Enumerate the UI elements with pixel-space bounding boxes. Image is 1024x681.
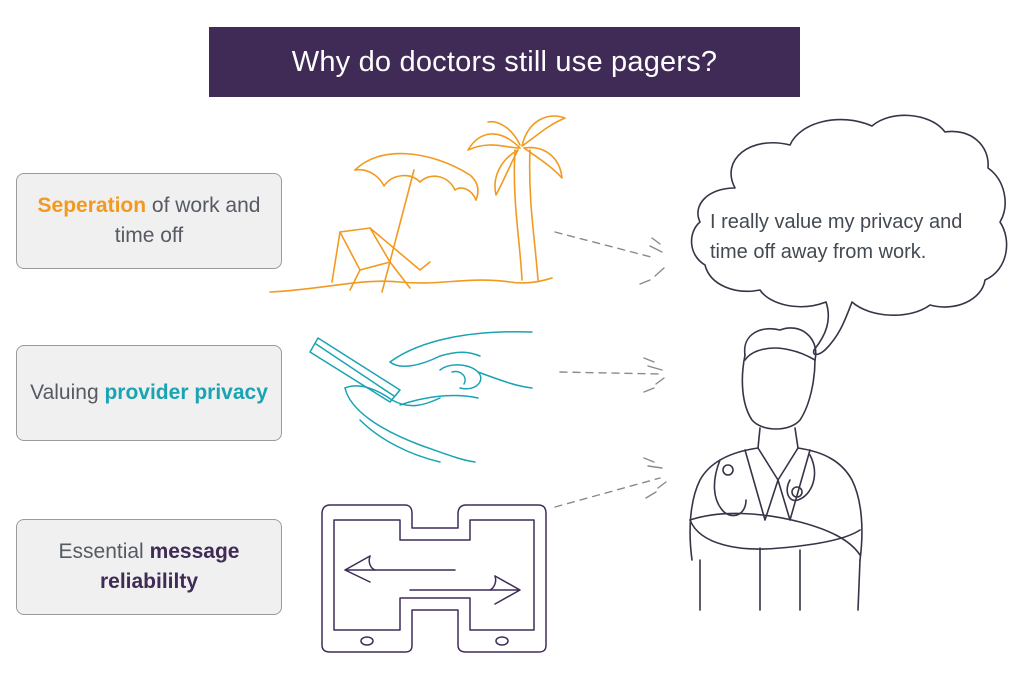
beach-umbrella-chair-palm-icon xyxy=(269,115,566,293)
hands-phone-icon xyxy=(309,331,533,463)
thought-bubble xyxy=(690,114,1008,356)
reason-highlight: provider privacy xyxy=(104,381,268,404)
page-title: Why do doctors still use pagers? xyxy=(209,27,800,97)
reason-text: of work and time off xyxy=(114,194,261,247)
reason-highlight: Seperation xyxy=(37,194,147,217)
connector-accents xyxy=(639,237,667,499)
dashed-connectors xyxy=(554,231,661,508)
reason-card-separation: Seperation of work and time off xyxy=(16,173,282,269)
doctor-icon xyxy=(689,327,863,611)
reason-text: Essential xyxy=(58,540,150,563)
reason-card-privacy: Valuing provider privacy xyxy=(16,345,282,441)
page-title-text: Why do doctors still use pagers? xyxy=(291,45,718,78)
reason-highlight: message reliabililty xyxy=(99,540,240,593)
two-phones-arrows-icon xyxy=(321,504,547,653)
thought-bubble-text: I really value my privacy and time off a… xyxy=(710,211,963,263)
reason-text: Valuing xyxy=(30,381,105,404)
reason-card-reliability: Essential message reliabililty xyxy=(16,519,282,615)
